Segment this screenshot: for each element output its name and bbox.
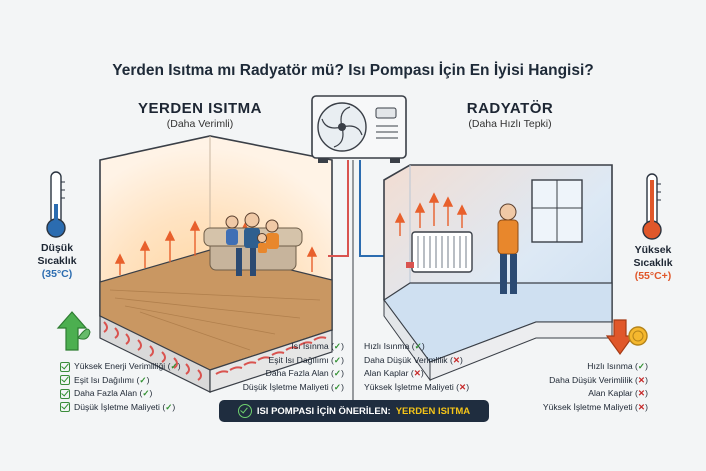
radiator-heading: RADYATÖR [466, 100, 554, 117]
low-temperature-thermometer-icon [44, 170, 68, 240]
list-item: Alan Kaplar (✕) [364, 368, 424, 378]
list-item: Isı Isınma (✓) [291, 341, 344, 351]
list-item: Daha Düşük Verimlilik (✕) [549, 374, 648, 385]
recommendation-banner: ISI POMPASI İÇİN ÖNERİLEN: YERDEN ISITMA [219, 400, 489, 422]
list-item: Yüksek İşletme Maliyeti (✕) [364, 381, 470, 392]
high-temperature-label: Yüksek Sıcaklık (55°C+) [633, 244, 673, 282]
leaf-arrow-up-icon [56, 308, 92, 352]
floor-heating-summary-list: Isı Isınma (✓) Eşit Isı Dağılımı (✓) Dah… [230, 340, 344, 394]
checkbox-icon [60, 361, 70, 372]
list-item: Alan Kaplar (✕) [588, 388, 648, 398]
list-item: Düşük İşletme Maliyeti (✓) [60, 401, 220, 415]
checkbox-icon [60, 402, 70, 413]
floor-heating-subheading: (Daha Verimli) [166, 118, 234, 130]
list-item: Hızlı Isınma (✓) [587, 361, 648, 371]
high-temperature-thermometer-icon [640, 172, 664, 242]
list-item: Daha Düşük Verimlilik (✕) [364, 354, 463, 365]
page-title: Yerden Isıtma mı Radyatör mü? Isı Pompas… [112, 62, 594, 79]
list-item: Daha Fazla Alan (✓) [265, 368, 344, 378]
radiator-subheading: (Daha Hızlı Tepki) [468, 118, 552, 130]
radiator-room [383, 164, 613, 382]
checkbox-icon [60, 388, 70, 399]
list-item: Daha Fazla Alan (✓) [60, 387, 220, 401]
list-item: Hızlı Isınma (✓) [364, 341, 425, 351]
list-item: Düşük İşletme Maliyeti (✓) [242, 381, 344, 392]
check-circle-icon [237, 404, 252, 418]
arrow-down-coin-icon [605, 318, 650, 358]
floor-heating-benefits-list: Yüksek Enerji Verimliliği (✓) Eşit Isı D… [60, 360, 220, 414]
list-item: Eşit Isı Dağılımı (✓) [268, 354, 345, 365]
low-temperature-label: Düşük Sıcaklık (35°C) [37, 242, 77, 280]
floor-heating-heading: YERDEN ISITMA [137, 100, 262, 117]
checkbox-icon [60, 375, 70, 386]
radiator-summary-list: Hızlı Isınma (✓) Daha Düşük Verimlilik (… [364, 340, 494, 394]
floor-heating-room [99, 135, 333, 393]
list-item: Eşit Isı Dağılımı (✓) [60, 374, 220, 388]
radiator-benefits-list: Hızlı Isınma (✓) Daha Düşük Verimlilik (… [500, 360, 648, 414]
list-item: Yüksek İşletme Maliyeti (✕) [542, 401, 648, 412]
list-item: Yüksek Enerji Verimliliği (✓) [60, 360, 220, 374]
